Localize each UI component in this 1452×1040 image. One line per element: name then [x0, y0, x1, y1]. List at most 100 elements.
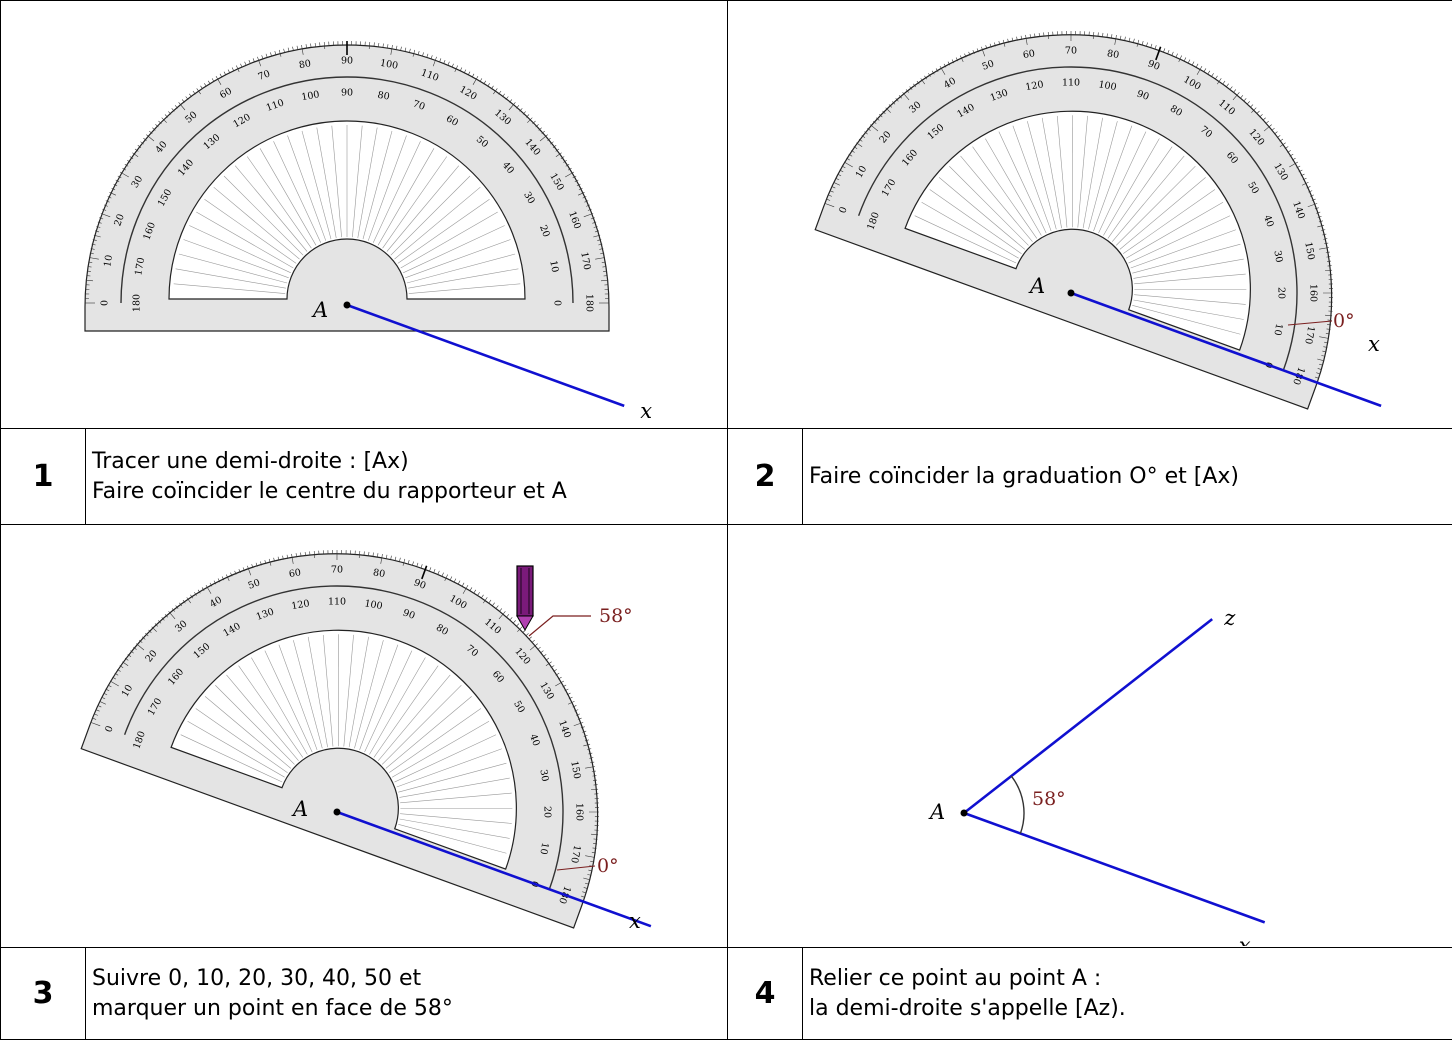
protractor-tick [1240, 94, 1243, 98]
protractor-tick [513, 620, 516, 624]
figure-2-protractor-rotated: 0180101702016030150401405013060120701108… [728, 3, 1450, 427]
protractor-tick [1211, 72, 1213, 76]
protractor-tick [481, 594, 483, 598]
protractor-inner-label: 20 [541, 806, 552, 818]
step-4-text: Relier ce point au point A : la demi-dro… [803, 948, 1452, 1040]
protractor-tick [396, 45, 397, 49]
protractor-outer-label: 70 [331, 564, 343, 575]
protractor-tick [489, 600, 491, 604]
protractor-tick [297, 45, 298, 49]
protractor-tick [408, 560, 410, 564]
protractor-outer-label: 90 [341, 55, 353, 66]
point-a-label: A [928, 800, 945, 824]
protractor-tick [1204, 68, 1206, 72]
protractor-inner-label: 10 [1271, 322, 1284, 336]
protractor-tick [499, 608, 502, 612]
protractor-tick [1155, 45, 1156, 49]
protractor-inner-label: 10 [537, 842, 550, 856]
protractor-tick [417, 563, 418, 567]
protractor-outer-label: 10 [102, 254, 115, 268]
step-4-number: 4 [728, 948, 803, 1040]
protractor-tick [399, 558, 401, 562]
protractor-outer-label: 80 [372, 567, 386, 580]
protractor-inner-label: 90 [341, 87, 353, 98]
protractor-tick [506, 614, 509, 618]
figure-4-angle-xaz: Ax z 58° [728, 526, 1450, 946]
protractor-outer-label: 160 [1308, 283, 1319, 301]
step-4-line-2: la demi-droite s'appelle [Az). [809, 994, 1452, 1024]
protractor-tick [516, 623, 519, 627]
protractor-tick [1223, 80, 1225, 84]
protractor-tick [1247, 100, 1250, 104]
protractor-tick [477, 592, 479, 596]
protractor-tick [1196, 63, 1198, 67]
protractor-tick [1233, 88, 1236, 92]
protractor-tick [1192, 61, 1194, 65]
protractor-tick [1163, 48, 1164, 52]
point-a [334, 809, 341, 816]
protractor-tick [1168, 50, 1169, 54]
angle-pointer-line [529, 616, 591, 636]
point-a-label: A [1028, 274, 1045, 298]
point-a [344, 301, 351, 308]
step-2-line-1: Faire coïncider la graduation O° et [Ax) [809, 462, 1452, 492]
protractor-tick [496, 605, 499, 609]
protractor-inner-label: 110 [1062, 77, 1080, 88]
step-1-number: 1 [1, 429, 86, 525]
protractor-tick [1244, 97, 1247, 101]
protractor-tick [438, 571, 440, 575]
protractor-inner-label: 0 [552, 299, 563, 305]
protractor-inner-label: 30 [537, 769, 550, 783]
step-2-number: 2 [728, 429, 803, 525]
protractor-outer-label: 60 [1022, 48, 1036, 61]
protractor-outer-label: 180 [584, 293, 595, 311]
protractor-outer-label: 160 [574, 803, 585, 821]
step-1-text: Tracer une demi-droite : [Ax) Faire coïn… [86, 429, 728, 525]
pencil-tip [517, 616, 533, 630]
step-3-number: 3 [1, 948, 86, 1040]
protractor: 0180101702016030150401405013060120701108… [815, 3, 1407, 409]
protractor-tick [412, 561, 414, 565]
ray-az [964, 619, 1212, 813]
zero-degree-label: 0° [1333, 310, 1355, 332]
protractor-tick [1230, 86, 1233, 90]
point-a [1068, 289, 1075, 296]
step-3-text: Suivre 0, 10, 20, 30, 40, 50 et marquer … [86, 948, 728, 1040]
ray-x-label: x [629, 909, 641, 933]
protractor-tick [474, 589, 476, 593]
protractor-inner-label: 110 [328, 597, 346, 608]
step-3-line-1: Suivre 0, 10, 20, 30, 40, 50 et [92, 964, 727, 994]
protractor-tick [442, 573, 444, 577]
protractor-tick [1184, 57, 1186, 61]
ray-x-label: x [1239, 933, 1251, 946]
protractor-tick [429, 567, 430, 571]
step-1-line-1: Tracer une demi-droite : [Ax) [92, 447, 727, 477]
protractor-tick [1133, 38, 1135, 42]
protractor-tick [1151, 43, 1152, 47]
step-3-line-2: marquer un point en face de 58° [92, 994, 727, 1024]
ray-z-label: z [1223, 606, 1236, 630]
point-a-label: A [291, 797, 308, 821]
point-a-label: A [311, 298, 328, 322]
protractor-outer-label: 80 [1106, 48, 1120, 61]
protractor-inner-label: 180 [132, 293, 143, 311]
point-a [961, 810, 968, 817]
protractor-outer-label: 80 [298, 58, 312, 71]
angle-58-label: 58° [1032, 788, 1066, 810]
angle-arc [1011, 776, 1024, 833]
protractor-inner-label: 20 [1275, 286, 1286, 298]
ray-x-label: x [640, 398, 652, 422]
protractor-tick [454, 578, 456, 582]
ray-x-label: x [1368, 332, 1380, 356]
step-2-text: Faire coïncider la graduation O° et [Ax) [803, 429, 1452, 525]
protractor-tick [1208, 70, 1210, 74]
protractor-outer-label: 70 [1065, 45, 1077, 56]
protractor-tick [458, 580, 460, 584]
protractor-inner-label: 80 [377, 89, 391, 102]
protractor-tick [1176, 53, 1178, 57]
